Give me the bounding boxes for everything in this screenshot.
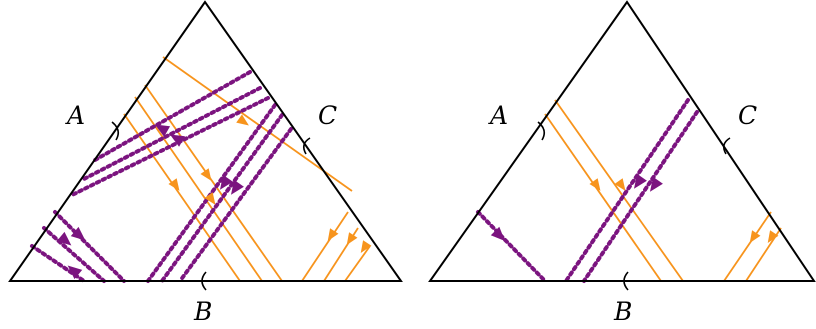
purple-line [53,210,126,283]
right-triangle [428,0,816,282]
purple-line [93,70,252,162]
left-orange-lines [123,56,371,282]
purple-arrowhead [230,179,244,195]
edge-c-tick [302,137,311,155]
right-orange-lines [544,99,782,282]
right-arrowheads [490,173,779,244]
left-purple-lines [30,70,293,283]
purple-arrowhead [67,265,83,280]
left-diagram: A C B [8,0,403,326]
edge-c-tick [722,137,731,155]
orange-arrowhead [749,230,761,244]
edge-b-tick [201,271,207,291]
purple-line [582,110,699,283]
purple-arrowhead [633,173,647,189]
purple-arrowhead [219,174,233,190]
edge-label-b: B [613,297,632,326]
edge-label-c: C [738,101,757,130]
left-triangle [8,0,403,282]
purple-line [80,86,262,182]
edge-label-b: B [193,297,212,326]
orange-arrowhead [360,240,372,254]
orange-line [162,56,353,192]
orange-line [144,84,283,282]
orange-line [123,113,241,282]
purple-arrowhead [490,226,505,241]
edge-label-a: A [65,101,85,130]
orange-arrowhead [346,232,358,246]
purple-line [42,226,106,283]
orange-arrowhead [200,168,212,181]
edge-b-tick [623,271,629,291]
purple-line [476,210,547,283]
left-arrowheads [56,114,372,280]
purple-line [68,96,270,198]
purple-arrowhead [649,176,663,192]
orange-arrowhead [767,230,779,244]
orange-line [544,113,662,282]
orange-line [723,211,772,282]
purple-arrowhead [56,231,72,246]
purple-arrowhead [169,134,186,147]
orange-arrowhead [327,228,339,242]
orange-line [301,211,349,282]
purple-line [564,98,690,283]
right-diagram: A C B [428,0,816,326]
orange-line [134,96,263,282]
purple-line [146,103,277,283]
orange-arrowhead [589,178,601,191]
orange-line [554,99,684,282]
orange-arrowhead [168,178,180,191]
right-purple-lines [476,98,699,283]
orange-arrowhead [614,178,626,191]
edge-label-a: A [488,101,508,130]
orange-line [344,245,371,282]
orange-arrowhead [204,192,216,205]
purple-arrowhead [70,226,86,241]
orange-arrowhead [236,114,249,126]
edge-a-tick [537,121,546,141]
edge-a-tick [111,121,120,141]
purple-line [178,127,293,283]
purple-arrowhead [154,124,171,137]
purple-line [160,113,284,283]
edge-label-c: C [318,101,337,130]
